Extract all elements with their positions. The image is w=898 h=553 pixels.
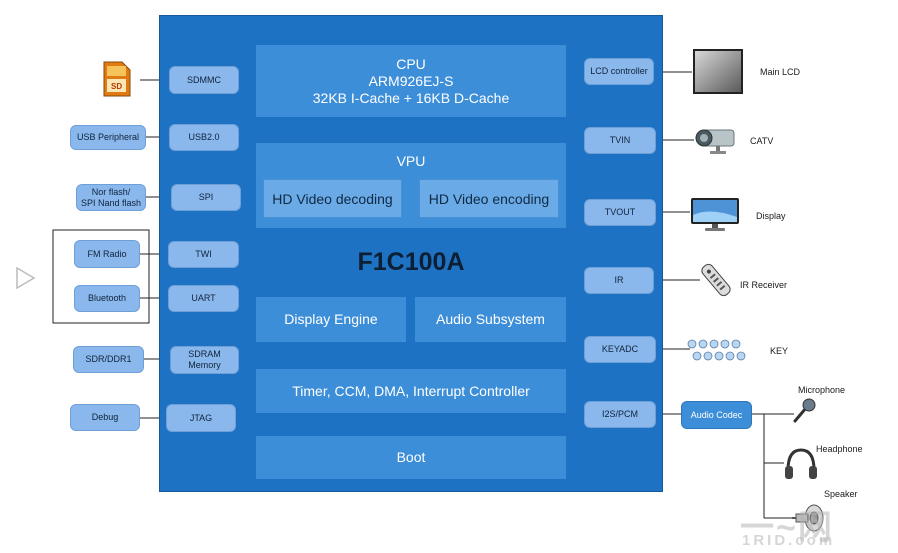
keypad-icon bbox=[686, 338, 746, 364]
sdr-ddr-box: SDR/DDR1 bbox=[73, 346, 144, 373]
sdram-port: SDRAM Memory bbox=[170, 346, 239, 374]
cpu-core: ARM926EJ-S bbox=[368, 72, 454, 89]
vpu-title: VPU bbox=[396, 153, 426, 169]
tvin-port: TVIN bbox=[584, 127, 656, 154]
jtag-port: JTAG bbox=[166, 404, 236, 432]
nor-flash-box: Nor flash/ SPI Nand flash bbox=[76, 184, 146, 211]
sdram-label-2: Memory bbox=[188, 360, 221, 370]
audio-subsystem-block: Audio Subsystem bbox=[415, 297, 566, 342]
key-label: KEY bbox=[770, 346, 789, 356]
catv-label: CATV bbox=[750, 136, 774, 146]
ir-port: IR bbox=[584, 267, 654, 294]
audio-codec-label: Audio Codec bbox=[690, 409, 743, 420]
watermark-logo: 一~网 bbox=[740, 509, 834, 547]
keyadc-label: KEYADC bbox=[601, 344, 639, 354]
tvout-label: TVOUT bbox=[604, 207, 636, 217]
sdr-ddr-label: SDR/DDR1 bbox=[85, 354, 132, 364]
lcd-controller-port: LCD controller bbox=[584, 58, 654, 85]
i2s-pcm-port: I2S/PCM bbox=[584, 401, 656, 428]
keyadc-port: KEYADC bbox=[584, 336, 656, 363]
sd-card-icon: SD bbox=[102, 60, 132, 98]
microphone-icon bbox=[792, 398, 816, 424]
uart-port: UART bbox=[168, 285, 239, 312]
camera-icon bbox=[694, 126, 739, 156]
lcd-controller-label: LCD controller bbox=[590, 66, 648, 76]
tvin-label: TVIN bbox=[609, 135, 631, 145]
bluetooth-label: Bluetooth bbox=[87, 293, 127, 303]
watermark-text: 1RID.com bbox=[742, 532, 836, 549]
debug-box: Debug bbox=[70, 404, 140, 431]
lcd-monitor-icon bbox=[692, 48, 744, 95]
spi-port: SPI bbox=[171, 184, 241, 211]
nor-flash-label-2: SPI Nand flash bbox=[80, 197, 142, 208]
headphone-icon bbox=[784, 446, 818, 482]
ir-receiver-label: IR Receiver bbox=[740, 280, 788, 290]
speaker-label: Speaker bbox=[824, 489, 858, 499]
speaker-icon bbox=[792, 503, 832, 533]
ir-label: IR bbox=[614, 275, 624, 285]
vpu-decode: HD Video decoding bbox=[263, 179, 402, 218]
tvout-port: TVOUT bbox=[584, 199, 656, 226]
jtag-label: JTAG bbox=[189, 412, 213, 423]
display-label: Display bbox=[756, 211, 786, 221]
cpu-cache: 32KB I-Cache + 16KB D-Cache bbox=[312, 89, 510, 106]
sdram-label-1: SDRAM bbox=[188, 349, 221, 359]
usb-label: USB2.0 bbox=[188, 132, 220, 142]
audio-codec-box: Audio Codec bbox=[681, 401, 752, 429]
twi-port: TWI bbox=[168, 241, 239, 268]
usb-peripheral-box: USB Peripheral bbox=[70, 125, 146, 150]
fm-radio-label: FM Radio bbox=[87, 248, 127, 259]
microphone-label: Microphone bbox=[798, 385, 846, 395]
twi-label: TWI bbox=[195, 249, 212, 259]
usb-peripheral-label: USB Peripheral bbox=[76, 132, 140, 142]
debug-label: Debug bbox=[91, 412, 119, 422]
display-monitor-icon bbox=[690, 197, 740, 233]
i2s-pcm-label: I2S/PCM bbox=[601, 409, 638, 419]
headphone-label: Headphone bbox=[816, 444, 863, 454]
usb-port: USB2.0 bbox=[169, 124, 239, 151]
boot-block: Boot bbox=[256, 436, 566, 479]
fm-radio-box: FM Radio bbox=[74, 240, 140, 268]
vpu-encode: HD Video encoding bbox=[419, 179, 559, 218]
remote-control-icon bbox=[698, 262, 734, 298]
cpu-block: CPU ARM926EJ-S 32KB I-Cache + 16KB D-Cac… bbox=[256, 45, 566, 117]
sdmmc-label: SDMMC bbox=[187, 74, 221, 85]
sd-card-text: SD bbox=[111, 82, 122, 91]
uart-label: UART bbox=[191, 293, 216, 303]
chip-name: F1C100A bbox=[357, 248, 465, 276]
display-engine-block: Display Engine bbox=[256, 297, 406, 342]
spi-label: SPI bbox=[198, 192, 214, 202]
sdmmc-port: SDMMC bbox=[169, 66, 239, 94]
cpu-title: CPU bbox=[396, 55, 426, 72]
timer-block: Timer, CCM, DMA, Interrupt Controller bbox=[256, 369, 566, 413]
nor-flash-label-1: Nor flash/ bbox=[91, 186, 131, 197]
main-lcd-label: Main LCD bbox=[760, 67, 801, 77]
bluetooth-box: Bluetooth bbox=[74, 285, 140, 312]
